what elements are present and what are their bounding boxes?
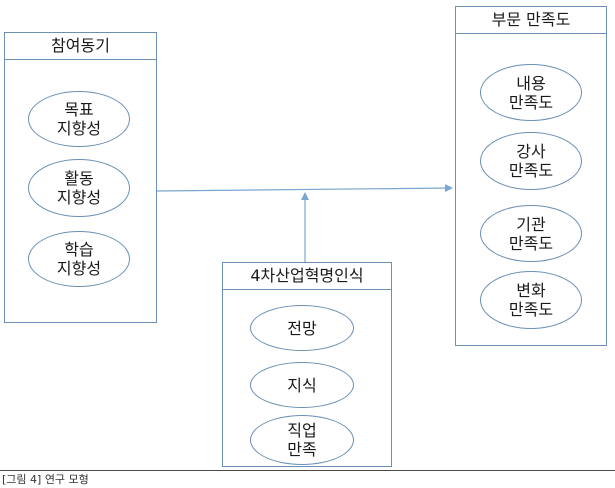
goal-orientation-label: 목표 지향성: [56, 100, 102, 138]
activity-orientation-node: 활동 지향성: [28, 159, 130, 217]
activity-orientation-label: 활동 지향성: [56, 169, 102, 207]
change-satisfaction-node: 변화 만족도: [480, 271, 582, 329]
institution-satisfaction-label: 기관 만족도: [508, 214, 554, 253]
sector-satisfaction-box: 부문 만족도 내용 만족도 강사 만족도 기관 만족도 변화 만족도: [455, 6, 607, 346]
participation-motivation-title: 참여동기: [5, 33, 156, 60]
instructor-satisfaction-node: 강사 만족도: [480, 132, 582, 190]
industrial-revolution-perception-title: 4차산업혁명인식: [223, 263, 391, 290]
outlook-label: 전망: [287, 318, 317, 338]
content-satisfaction-label: 내용 만족도: [508, 73, 554, 112]
content-satisfaction-node: 내용 만족도: [480, 64, 582, 121]
industrial-revolution-perception-box: 4차산업혁명인식 전망 지식 직업 만족: [222, 262, 392, 467]
figure-caption: [그림 4] 연구 모형: [0, 470, 615, 487]
learning-orientation-label: 학습 지향성: [56, 240, 102, 278]
change-satisfaction-label: 변화 만족도: [508, 281, 554, 319]
knowledge-node: 지식: [250, 362, 354, 408]
goal-orientation-node: 목표 지향성: [28, 91, 130, 147]
arrow-motivation-to-satisfaction: [156, 184, 453, 193]
outlook-node: 전망: [250, 305, 354, 351]
participation-motivation-box: 참여동기 목표 지향성 활동 지향성 학습 지향성: [4, 32, 157, 323]
instructor-satisfaction-label: 강사 만족도: [508, 142, 554, 180]
job-satisfaction-label: 직업 만족: [287, 421, 317, 459]
institution-satisfaction-node: 기관 만족도: [480, 205, 582, 262]
sector-satisfaction-title: 부문 만족도: [456, 7, 606, 34]
learning-orientation-node: 학습 지향성: [28, 231, 130, 287]
job-satisfaction-node: 직업 만족: [250, 415, 354, 465]
knowledge-label: 지식: [287, 375, 317, 395]
